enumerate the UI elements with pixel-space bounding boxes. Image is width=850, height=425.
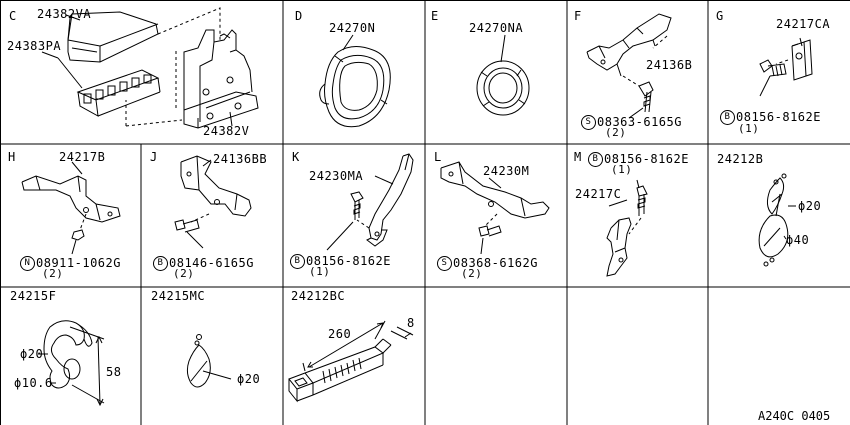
fastener-symbol: B bbox=[588, 152, 603, 167]
panel-letter: G bbox=[716, 9, 724, 23]
panel-24212bc: 24212BC 260 8 bbox=[283, 287, 425, 425]
fastener-qty: (1) bbox=[309, 265, 331, 278]
panel-letter: D bbox=[295, 9, 303, 23]
clip-illustration bbox=[141, 287, 283, 425]
fastener-symbol: B bbox=[153, 256, 168, 271]
part-label: 24270NA bbox=[469, 21, 524, 35]
fastener-number: 08363-6165G bbox=[597, 115, 682, 129]
clip-illustration bbox=[708, 0, 850, 144]
part-label: 24217CA bbox=[776, 17, 831, 31]
fastener-symbol: S bbox=[581, 115, 596, 130]
clamp-illustration bbox=[0, 287, 141, 425]
fastener-symbol: B bbox=[290, 254, 305, 269]
part-label: 24212BC bbox=[291, 289, 346, 303]
fastener-symbol: S bbox=[437, 256, 452, 271]
panel-empty bbox=[708, 287, 850, 425]
part-label: 24382VA bbox=[37, 7, 92, 21]
bracket-illustration bbox=[141, 144, 283, 287]
fastener-number: 08146-6165G bbox=[169, 256, 254, 270]
dimension-label: 8 bbox=[407, 316, 415, 330]
fastener-number: 08911-1062G bbox=[36, 256, 121, 270]
panel-letter: M bbox=[574, 150, 582, 164]
fastener-number: 08156-8162E bbox=[736, 110, 821, 124]
dimension-label: ϕ20 bbox=[237, 372, 261, 386]
bracket-illustration bbox=[567, 144, 708, 287]
panel-empty bbox=[567, 287, 708, 425]
fastener-number: 08156-8162E bbox=[306, 254, 391, 268]
dimension-label: 260 bbox=[328, 327, 352, 341]
dimension-label: 58 bbox=[106, 365, 122, 379]
bracket-illustration bbox=[283, 144, 425, 287]
part-label: 24215F bbox=[10, 289, 57, 303]
figure-reference: A240C 0405 bbox=[758, 409, 831, 423]
part-label: 24136BB bbox=[213, 152, 268, 166]
ring-grommet-illustration bbox=[425, 0, 567, 144]
fastener-number: 08156-8162E bbox=[604, 152, 689, 166]
fastener-qty: (2) bbox=[461, 267, 483, 280]
grommet-illustration bbox=[283, 0, 425, 144]
panel-letter: H bbox=[8, 150, 16, 164]
panel-letter: C bbox=[9, 9, 17, 23]
part-label: 24383PA bbox=[7, 39, 62, 53]
fastener-number: 08368-6162G bbox=[453, 256, 538, 270]
fastener-qty: (1) bbox=[738, 122, 760, 135]
panel-letter: J bbox=[150, 150, 158, 164]
bracket-illustration bbox=[425, 144, 567, 287]
part-label: 24217B bbox=[59, 150, 106, 164]
dimension-label: ϕ10.6 bbox=[14, 376, 53, 390]
part-label: 24382V bbox=[203, 124, 250, 138]
fastener-symbol: N bbox=[20, 256, 35, 271]
part-label: 24217C bbox=[575, 187, 622, 201]
panel-letter: F bbox=[574, 9, 582, 23]
fastener-qty: (2) bbox=[42, 267, 64, 280]
dimension-label: ϕ40 bbox=[786, 233, 810, 247]
panel-letter: L bbox=[434, 150, 442, 164]
fastener-qty: (2) bbox=[173, 267, 195, 280]
fastener-symbol: B bbox=[720, 110, 735, 125]
panel-24215mc: 24215MC ϕ20 bbox=[141, 287, 283, 425]
bracket-illustration bbox=[567, 0, 708, 144]
panel-e: E 24270NA bbox=[425, 0, 567, 144]
part-label: 24215MC bbox=[151, 289, 206, 303]
fastener-qty: (1) bbox=[611, 163, 633, 176]
panel-letter: K bbox=[292, 150, 300, 164]
part-label: 24136B bbox=[646, 58, 693, 72]
relay-box-illustration bbox=[0, 0, 283, 144]
fastener-qty: (2) bbox=[605, 126, 627, 139]
dimension-label: ϕ20 bbox=[20, 347, 44, 361]
cable-tie-illustration bbox=[708, 144, 850, 287]
dimension-label: ϕ20 bbox=[798, 199, 822, 213]
panel-letter: E bbox=[431, 9, 439, 23]
panel-24215f: 24215F ϕ20 ϕ10.6 58 bbox=[0, 287, 141, 425]
panel-empty bbox=[425, 287, 567, 425]
panel-c: C 24382VA 24383PA 24382V bbox=[0, 0, 283, 144]
part-label: 24230M bbox=[483, 164, 530, 178]
bracket-illustration bbox=[0, 144, 141, 287]
cable-tie-illustration bbox=[283, 287, 425, 425]
panel-d: D 24270N bbox=[283, 0, 425, 144]
part-label: 24212B bbox=[717, 152, 764, 166]
panel-24212b: 24212B ϕ20 ϕ40 bbox=[708, 144, 850, 287]
part-label: 24270N bbox=[329, 21, 376, 35]
part-label: 24230MA bbox=[309, 169, 364, 183]
